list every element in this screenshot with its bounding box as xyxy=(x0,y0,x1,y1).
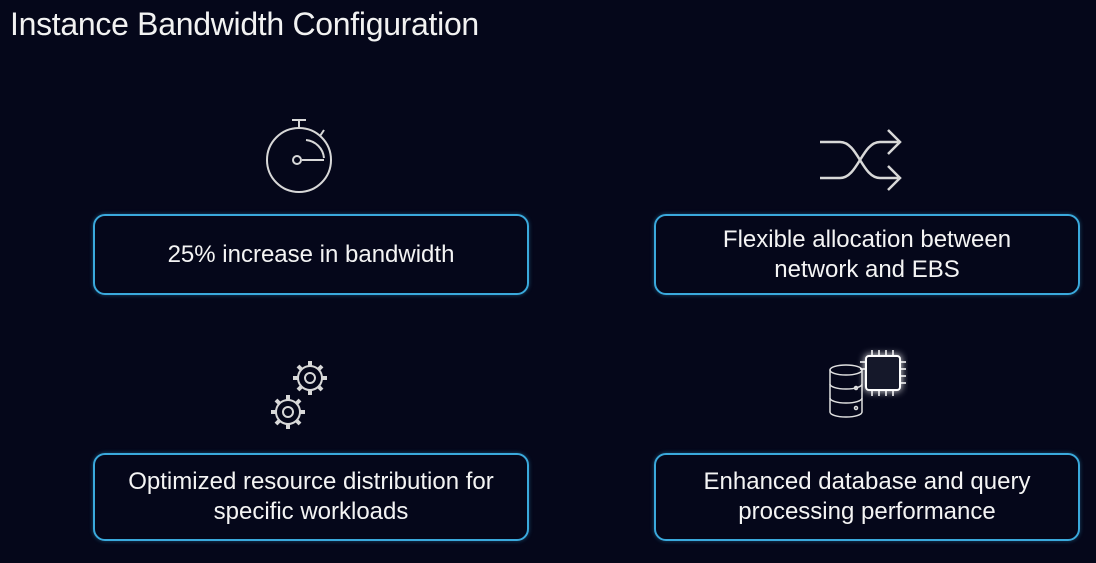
feature-card-database-performance: Enhanced database and query processing p… xyxy=(654,453,1080,541)
gears-icon xyxy=(264,352,336,436)
database-chip-icon xyxy=(826,344,908,422)
stopwatch-icon xyxy=(262,116,336,196)
feature-label: Enhanced database and query processing p… xyxy=(703,468,1031,525)
feature-label: 25% increase in bandwidth xyxy=(167,240,455,268)
feature-card-resource-distribution: Optimized resource distribution for spec… xyxy=(93,453,529,541)
slide-title: Instance Bandwidth Configuration xyxy=(10,6,479,42)
shuffle-icon xyxy=(818,124,906,196)
feature-label: Flexible allocation between network and … xyxy=(722,225,1012,283)
feature-card-allocation: Flexible allocation between network and … xyxy=(654,214,1080,295)
feature-card-bandwidth: 25% increase in bandwidth xyxy=(93,214,529,295)
feature-label: Optimized resource distribution for spec… xyxy=(128,468,494,525)
